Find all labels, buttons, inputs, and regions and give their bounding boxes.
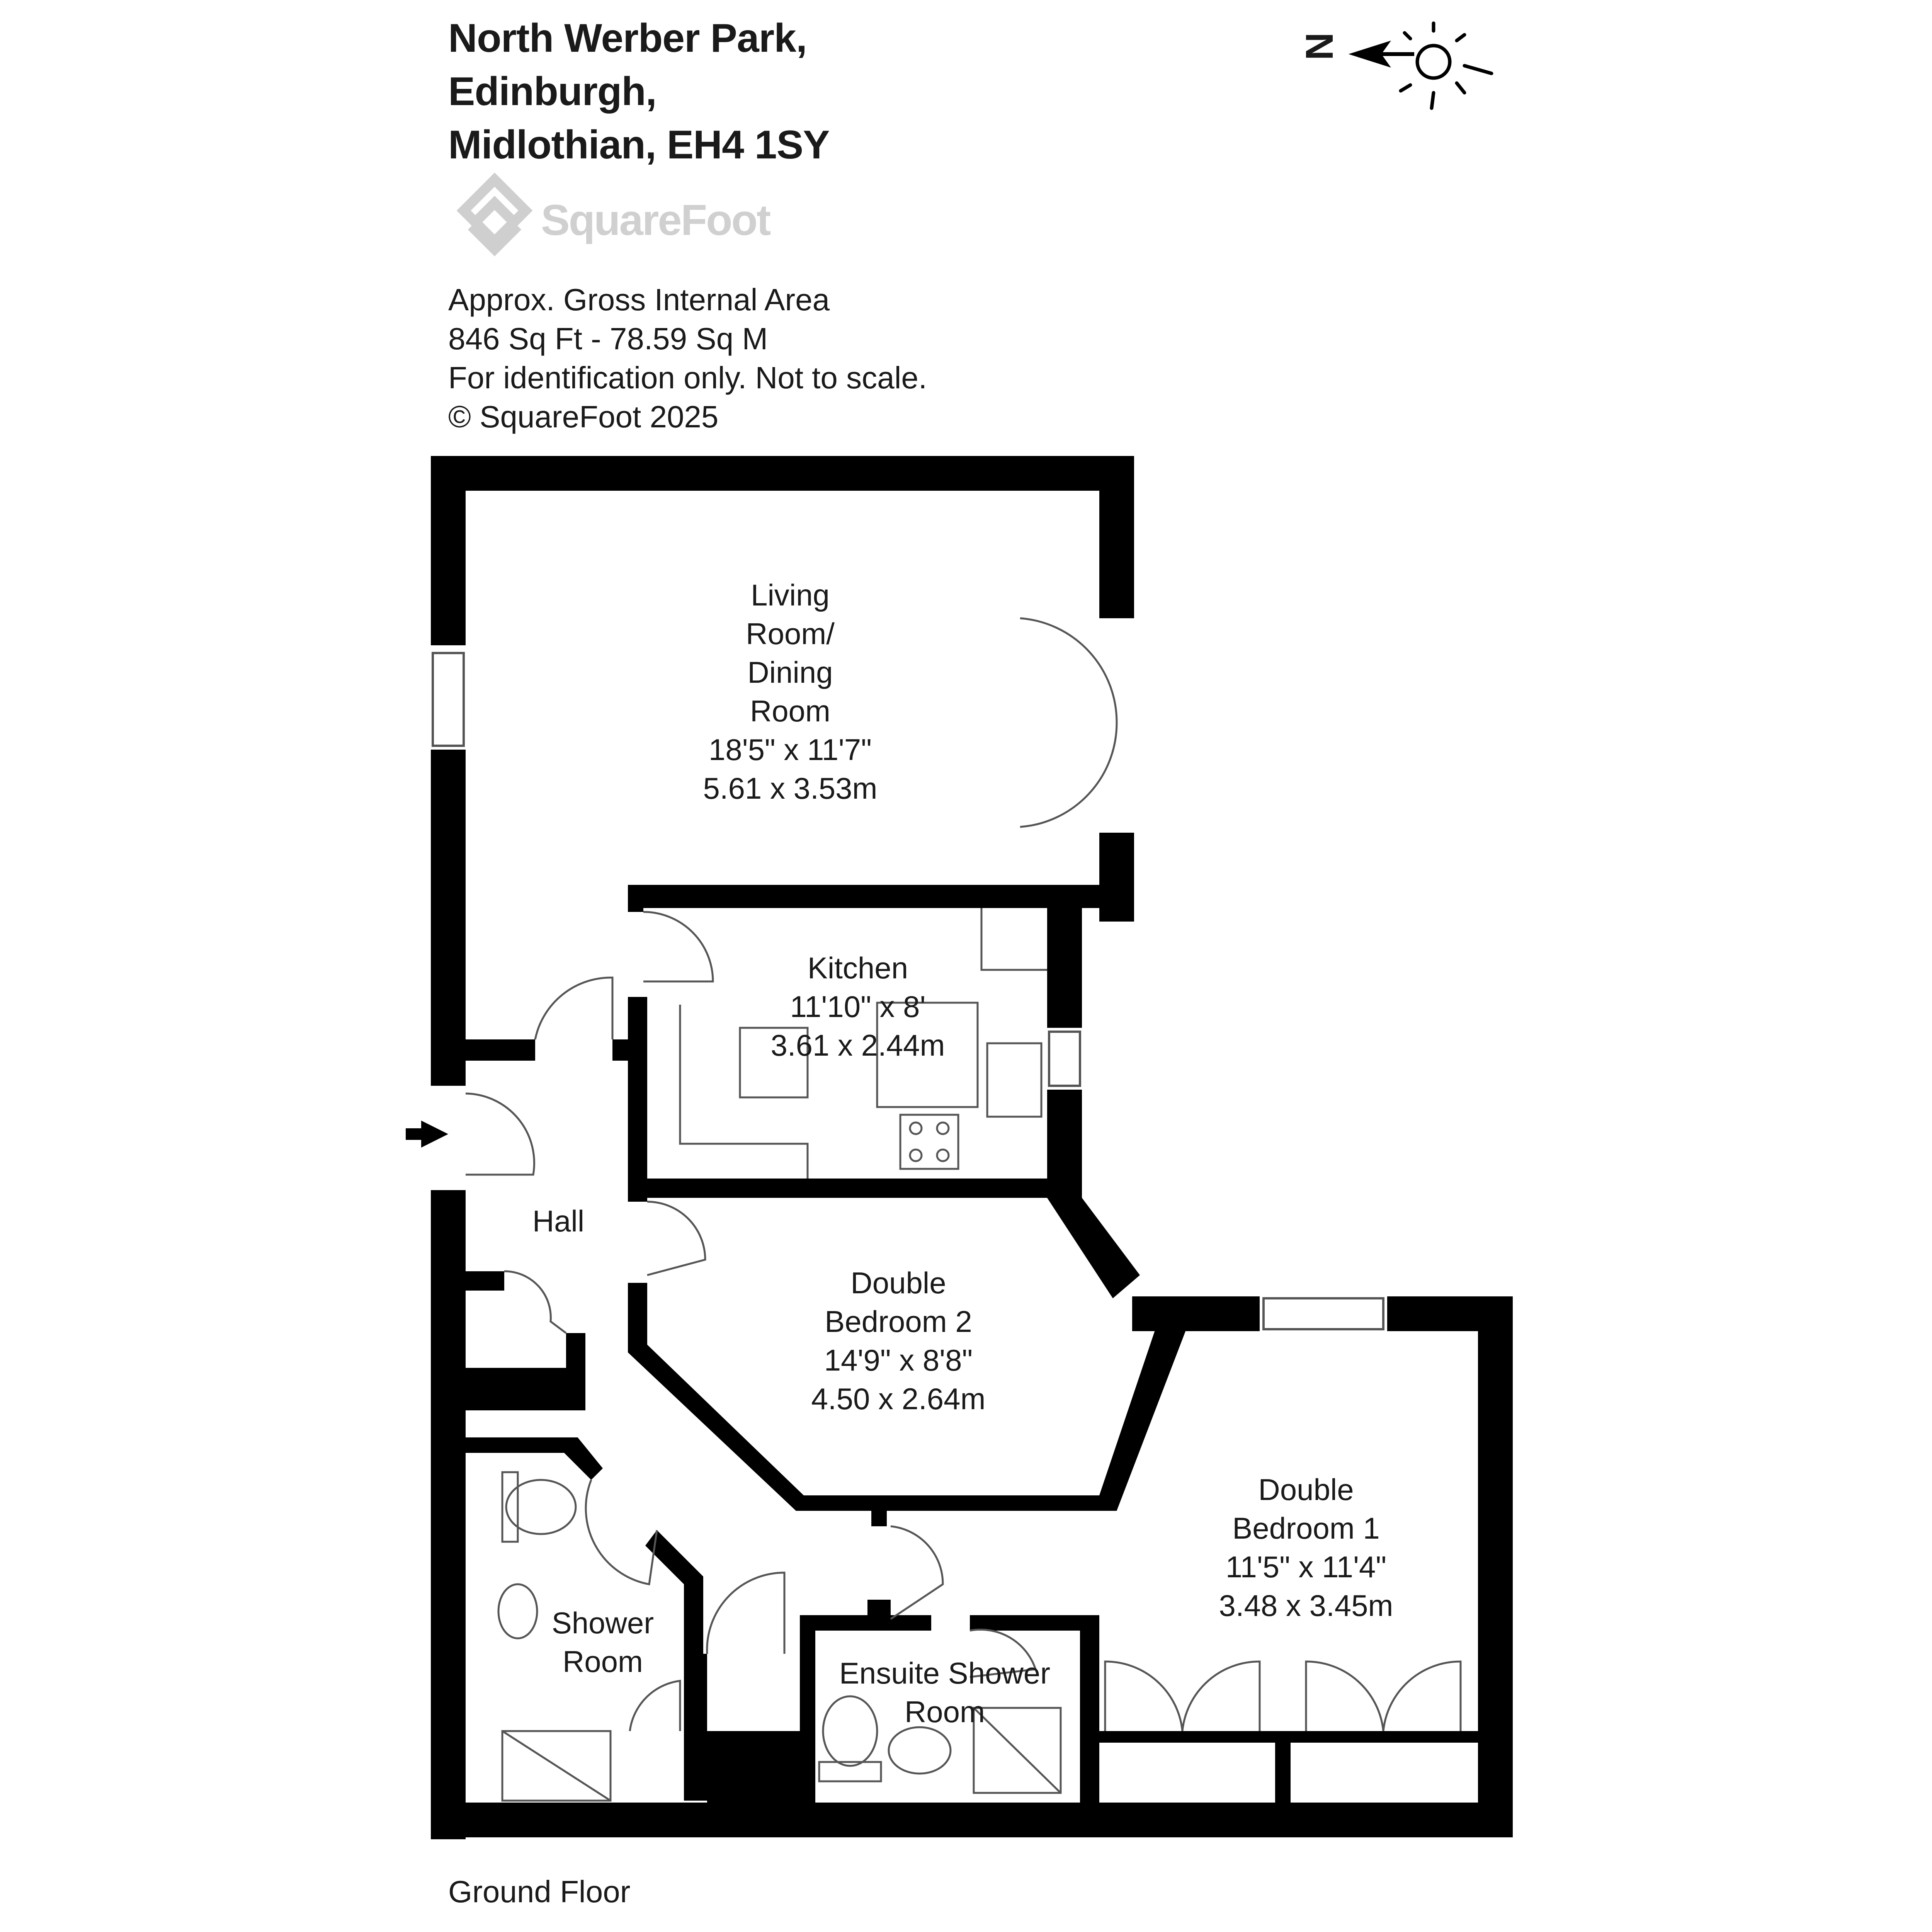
fixtures <box>497 908 1062 1802</box>
area-info: Approx. Gross Internal Area 846 Sq Ft - … <box>448 280 927 436</box>
sink-icon <box>986 1042 1043 1118</box>
toilet-icon <box>505 1479 577 1535</box>
squarefoot-logo: SquareFoot <box>448 172 788 272</box>
area-value: 846 Sq Ft - 78.59 Sq M <box>448 321 768 356</box>
north-arrow-sun-icon: N <box>1298 21 1493 110</box>
room-shower: Shower Room <box>551 1606 654 1679</box>
walls <box>431 456 1513 1839</box>
room-bedroom-1: Double Bedroom 1 11'5" x 11'4" 3.48 x 3.… <box>1219 1473 1393 1622</box>
address-line-3: Midlothian, EH4 1SY <box>448 122 830 167</box>
ensuite-toilet-icon <box>822 1695 878 1767</box>
north-letter: N <box>1298 32 1341 60</box>
property-address: North Werber Park, Edinburgh, Midlothian… <box>448 12 830 172</box>
ensuite-shower-tray-icon <box>973 1707 1062 1794</box>
address-line-2: Edinburgh, <box>448 69 657 114</box>
address-line-1: North Werber Park, <box>448 16 807 61</box>
area-label: Approx. Gross Internal Area <box>448 282 830 317</box>
room-hall: Hall <box>532 1204 585 1238</box>
floor-label: Ground Floor <box>448 1874 631 1909</box>
ensuite-basin-icon <box>888 1726 952 1775</box>
entrance-arrow-icon <box>406 1121 448 1148</box>
room-kitchen: Kitchen 11'10" x 8' 3.61 x 2.44m <box>770 951 945 1062</box>
basin-icon <box>497 1583 538 1639</box>
north-arrow-icon <box>1349 41 1391 68</box>
room-ensuite-shower: Ensuite Shower Room <box>839 1656 1051 1729</box>
shower-tray-icon <box>501 1730 612 1802</box>
doors <box>465 617 1462 1731</box>
squarefoot-logo-text: SquareFoot <box>541 196 771 244</box>
hob-icon <box>899 1114 959 1170</box>
squarefoot-logo-mark-icon <box>456 172 533 257</box>
sun-icon <box>1415 44 1452 80</box>
room-bedroom-2: Double Bedroom 2 14'9" x 8'8" 4.50 x 2.6… <box>811 1266 986 1416</box>
disclaimer: For identification only. Not to scale. <box>448 361 927 395</box>
windows <box>432 652 1384 1330</box>
room-living: Living Room/ Dining Room 18'5" x 11'7" 5… <box>703 578 878 805</box>
copyright: © SquareFoot 2025 <box>448 400 719 434</box>
